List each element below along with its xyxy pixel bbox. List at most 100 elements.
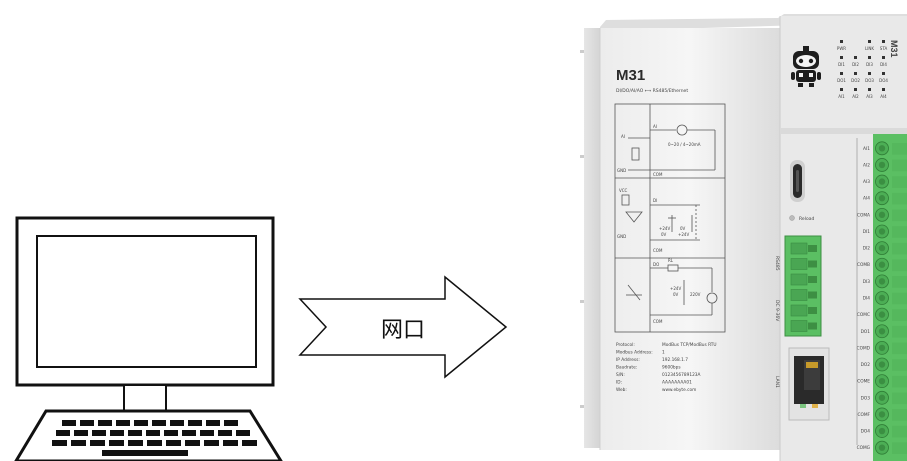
network-port-arrow: 网口: [298, 275, 508, 379]
keyboard-key: [147, 440, 162, 446]
device-side-face: [584, 28, 602, 448]
wiring-diagram: [614, 103, 726, 333]
keyboard-key: [128, 440, 143, 446]
dc-power-label: DC 9-36V: [774, 300, 780, 322]
terminal-slot: [892, 159, 907, 172]
laptop-keys: [52, 420, 257, 456]
terminal-screw-head: [878, 178, 886, 185]
terminal-screw-head: [878, 444, 886, 451]
svg-text:GND: GND: [617, 234, 626, 239]
terminal-label: COMB: [857, 262, 870, 268]
svg-text:0~20 / 4~20mA: 0~20 / 4~20mA: [668, 142, 701, 147]
terminal-label: COMA: [857, 212, 870, 218]
terminal-slot: [892, 309, 907, 321]
svg-text:COM: COM: [653, 248, 663, 253]
device-model-title: M31: [616, 67, 645, 84]
rs485-label: RS485: [774, 256, 780, 271]
svg-text:220V: 220V: [690, 292, 701, 297]
keyboard-key: [128, 430, 142, 436]
terminal-label: DI4: [863, 296, 871, 302]
terminal-slot: [892, 276, 907, 288]
laptop-hinge: [123, 384, 167, 412]
spec-label: Web:: [616, 387, 627, 393]
terminal-slot: [892, 342, 907, 355]
svg-text:+24V: +24V: [678, 232, 689, 237]
svg-text:COM: COM: [653, 319, 663, 324]
status-led: [840, 56, 843, 59]
spec-label: S/N:: [616, 372, 625, 378]
reload-label: Reload: [799, 216, 814, 222]
terminal-slot: [892, 375, 907, 388]
spec-value: ModBus TCP/ModBus RTU: [662, 342, 717, 348]
status-led: [882, 40, 885, 43]
terminal-label: DI2: [863, 246, 871, 252]
spec-label: Modbus Address:: [616, 350, 653, 356]
keyboard-key: [71, 440, 86, 446]
terminal-label: DO3: [861, 395, 871, 401]
status-led: [868, 56, 871, 59]
keyboard-key: [242, 440, 257, 446]
device-front-face: [600, 28, 780, 450]
io-controller-device: M31 DI/DO/AI/AO ⟷ RS485/Ethernet: [580, 14, 907, 461]
status-led-label: STA: [880, 46, 888, 51]
keyboard-key: [152, 420, 166, 426]
svg-text:+24V: +24V: [659, 226, 670, 231]
terminal-screw-head: [878, 361, 886, 368]
laptop-illustration: [14, 216, 283, 461]
keyboard-key: [62, 420, 76, 426]
terminal-screw-head: [878, 211, 886, 219]
terminal-label: COMC: [857, 312, 870, 318]
status-led: [840, 88, 843, 91]
spec-value: 192.168.1.7: [662, 357, 688, 363]
svg-text:AI: AI: [621, 134, 625, 139]
io-terminal-strip[interactable]: [873, 134, 907, 461]
svg-text:AI: AI: [653, 124, 657, 129]
keyboard-key: [80, 420, 94, 426]
keyboard-key: [116, 420, 130, 426]
status-led: [854, 56, 857, 59]
status-led-label: DI2: [852, 62, 859, 67]
keyboard-key: [206, 420, 220, 426]
status-led: [854, 88, 857, 91]
status-led: [868, 88, 871, 91]
terminal-label: DO1: [861, 329, 871, 335]
usb-c-port[interactable]: [790, 160, 805, 202]
reload-button[interactable]: [789, 215, 795, 221]
svg-text:COM: COM: [653, 172, 663, 177]
terminal-label: COMG: [857, 445, 870, 451]
terminal-slot: [808, 322, 817, 330]
spec-value: 9600bps: [662, 365, 681, 371]
svg-text:GND: GND: [617, 168, 626, 173]
status-led: [868, 72, 871, 75]
terminal-slot: [892, 259, 907, 272]
rs485-terminal-block[interactable]: [784, 235, 822, 337]
keyboard-key: [188, 420, 202, 426]
terminal-screw: [790, 273, 808, 286]
terminal-slot: [892, 242, 907, 255]
terminal-label: AI1: [863, 146, 870, 152]
terminal-slot: [892, 226, 907, 238]
terminal-slot: [808, 276, 817, 283]
terminal-slot: [808, 245, 817, 252]
spec-label: Protocol:: [616, 342, 635, 348]
terminal-slot: [892, 442, 907, 454]
status-led: [868, 40, 871, 43]
terminal-slot: [892, 292, 907, 305]
terminal-screw-head: [878, 344, 886, 352]
terminal-slot: [892, 392, 907, 405]
laptop-screen-display: [36, 235, 257, 368]
keyboard-key: [204, 440, 219, 446]
terminal-screw-head: [878, 394, 886, 401]
terminal-slot: [808, 260, 817, 268]
terminal-label: COMD: [857, 345, 871, 351]
spec-value: www.ebyte.com: [662, 387, 696, 393]
lan-ethernet-port[interactable]: [788, 347, 830, 421]
keyboard-key: [170, 420, 184, 426]
terminal-screw-head: [878, 278, 886, 285]
status-led-label: DI1: [838, 62, 845, 67]
keyboard-key: [74, 430, 88, 436]
keyboard-key: [90, 440, 105, 446]
keyboard-key: [56, 430, 70, 436]
terminal-screw-head: [878, 328, 886, 335]
terminal-label: COMF: [857, 412, 870, 418]
